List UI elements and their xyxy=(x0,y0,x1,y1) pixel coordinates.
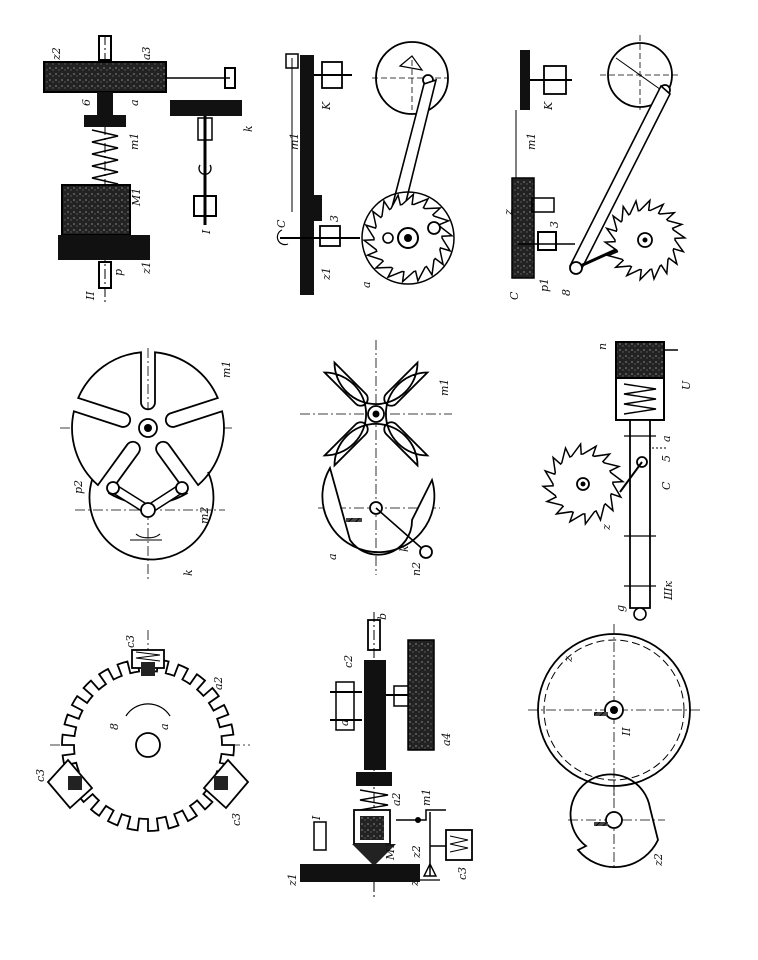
label-p4-m1: m1 xyxy=(220,361,233,378)
label-p3-C: C xyxy=(508,291,521,300)
label-p6-a: a xyxy=(660,435,673,442)
label-p1-6: 6 xyxy=(80,99,93,106)
label-p5-n2: n2 xyxy=(410,562,423,576)
label-p7-a: a xyxy=(158,723,171,730)
label-p1-k: k xyxy=(242,125,255,132)
label-p6-Shk: Шк xyxy=(662,580,675,601)
label-p8-z2: z2 xyxy=(410,845,423,859)
label-p7-c3-right: c3 xyxy=(230,813,243,826)
label-p3-p1: p1 xyxy=(538,278,551,292)
label-p9-z2: z2 xyxy=(652,853,665,867)
label-p1-z1: z1 xyxy=(140,261,153,275)
label-p2-a: a xyxy=(360,281,373,288)
panel-wheel-and-cam: z II z2 xyxy=(528,624,700,870)
label-p1-z2: z2 xyxy=(50,47,63,61)
label-p1-p: p xyxy=(112,269,125,276)
label-p8-c3: c3 xyxy=(456,867,469,880)
panel-geneva-5-slot: m1 p2 m2 k xyxy=(60,348,235,580)
label-p5-a: a xyxy=(326,553,339,560)
panel-sawtooth-ratchet: z K m1 C p1 8 3 xyxy=(502,35,688,300)
label-p5-m1: m1 xyxy=(438,379,451,396)
label-p6-n: n xyxy=(596,343,609,350)
label-p4-p2: p2 xyxy=(72,480,85,494)
label-p1-a3: a3 xyxy=(140,46,153,60)
label-p8-M1: M1 xyxy=(384,842,397,861)
label-p3-m1: m1 xyxy=(525,133,538,150)
label-p8-I: I xyxy=(310,815,323,821)
label-p6-g: g xyxy=(614,605,627,612)
label-p4-m2: m2 xyxy=(198,507,211,524)
label-p3-z: z xyxy=(502,209,515,216)
label-p9-z: z xyxy=(562,656,575,663)
detent-top xyxy=(131,649,165,676)
label-p8-c2: c2 xyxy=(342,655,355,668)
label-p4-k: k xyxy=(182,569,195,576)
panel-geneva-4-slot: m1 a k n2 xyxy=(300,340,452,576)
label-p8-z1-right: z1 xyxy=(408,873,421,887)
panel-ratchet-crank: K m1 3 C z1 a xyxy=(275,41,455,295)
label-p6-z: z xyxy=(600,524,613,531)
label-p2-m1: m1 xyxy=(288,133,301,150)
label-p1-M1: M1 xyxy=(130,188,143,207)
label-p8-a: a xyxy=(338,719,351,726)
label-p9-II: II xyxy=(620,727,633,737)
label-p2-K: K xyxy=(320,101,333,111)
label-p6-5: 5 xyxy=(660,455,673,462)
panel-detent-gear: c3 a2 a 8 c3 c3 xyxy=(34,630,250,832)
label-p8-b: b xyxy=(376,613,389,620)
panel-cylinder-ratchet: n U a 5 C z Шк g xyxy=(541,341,693,621)
panel-clutch-solenoid: b c2 a a4 I a2 m1 M1 z1 z2 z1 c3 xyxy=(286,612,473,900)
label-p8-a2: a2 xyxy=(390,792,403,806)
label-p1-II: II xyxy=(84,291,97,301)
label-p7-a2: a2 xyxy=(212,676,225,690)
label-p2-C: C xyxy=(275,219,288,228)
label-p3-8: 8 xyxy=(560,289,573,296)
label-p2-3: 3 xyxy=(328,215,341,222)
label-p1-m1: m1 xyxy=(128,133,141,150)
label-p1-I: I xyxy=(200,229,213,235)
panel-clutch-spring: z2 a3 a 6 m1 M1 II p z1 I k xyxy=(43,35,255,305)
label-p2-z1: z1 xyxy=(320,267,333,281)
label-p3-3: 3 xyxy=(548,221,561,228)
label-p8-m1: m1 xyxy=(420,789,433,806)
label-p7-c3-left: c3 xyxy=(34,769,47,782)
detent-left xyxy=(46,758,94,810)
label-p6-U: U xyxy=(680,380,693,390)
detent-right xyxy=(202,758,250,810)
label-p7-8: 8 xyxy=(108,723,121,730)
label-p5-k: k xyxy=(398,545,411,552)
label-p1-a: a xyxy=(128,99,141,106)
label-p8-z1-left: z1 xyxy=(286,873,299,887)
label-p7-c3-top: c3 xyxy=(124,635,137,648)
label-p3-K: K xyxy=(542,101,555,111)
label-p8-a4: a4 xyxy=(440,732,453,746)
label-p6-C: C xyxy=(660,481,673,490)
